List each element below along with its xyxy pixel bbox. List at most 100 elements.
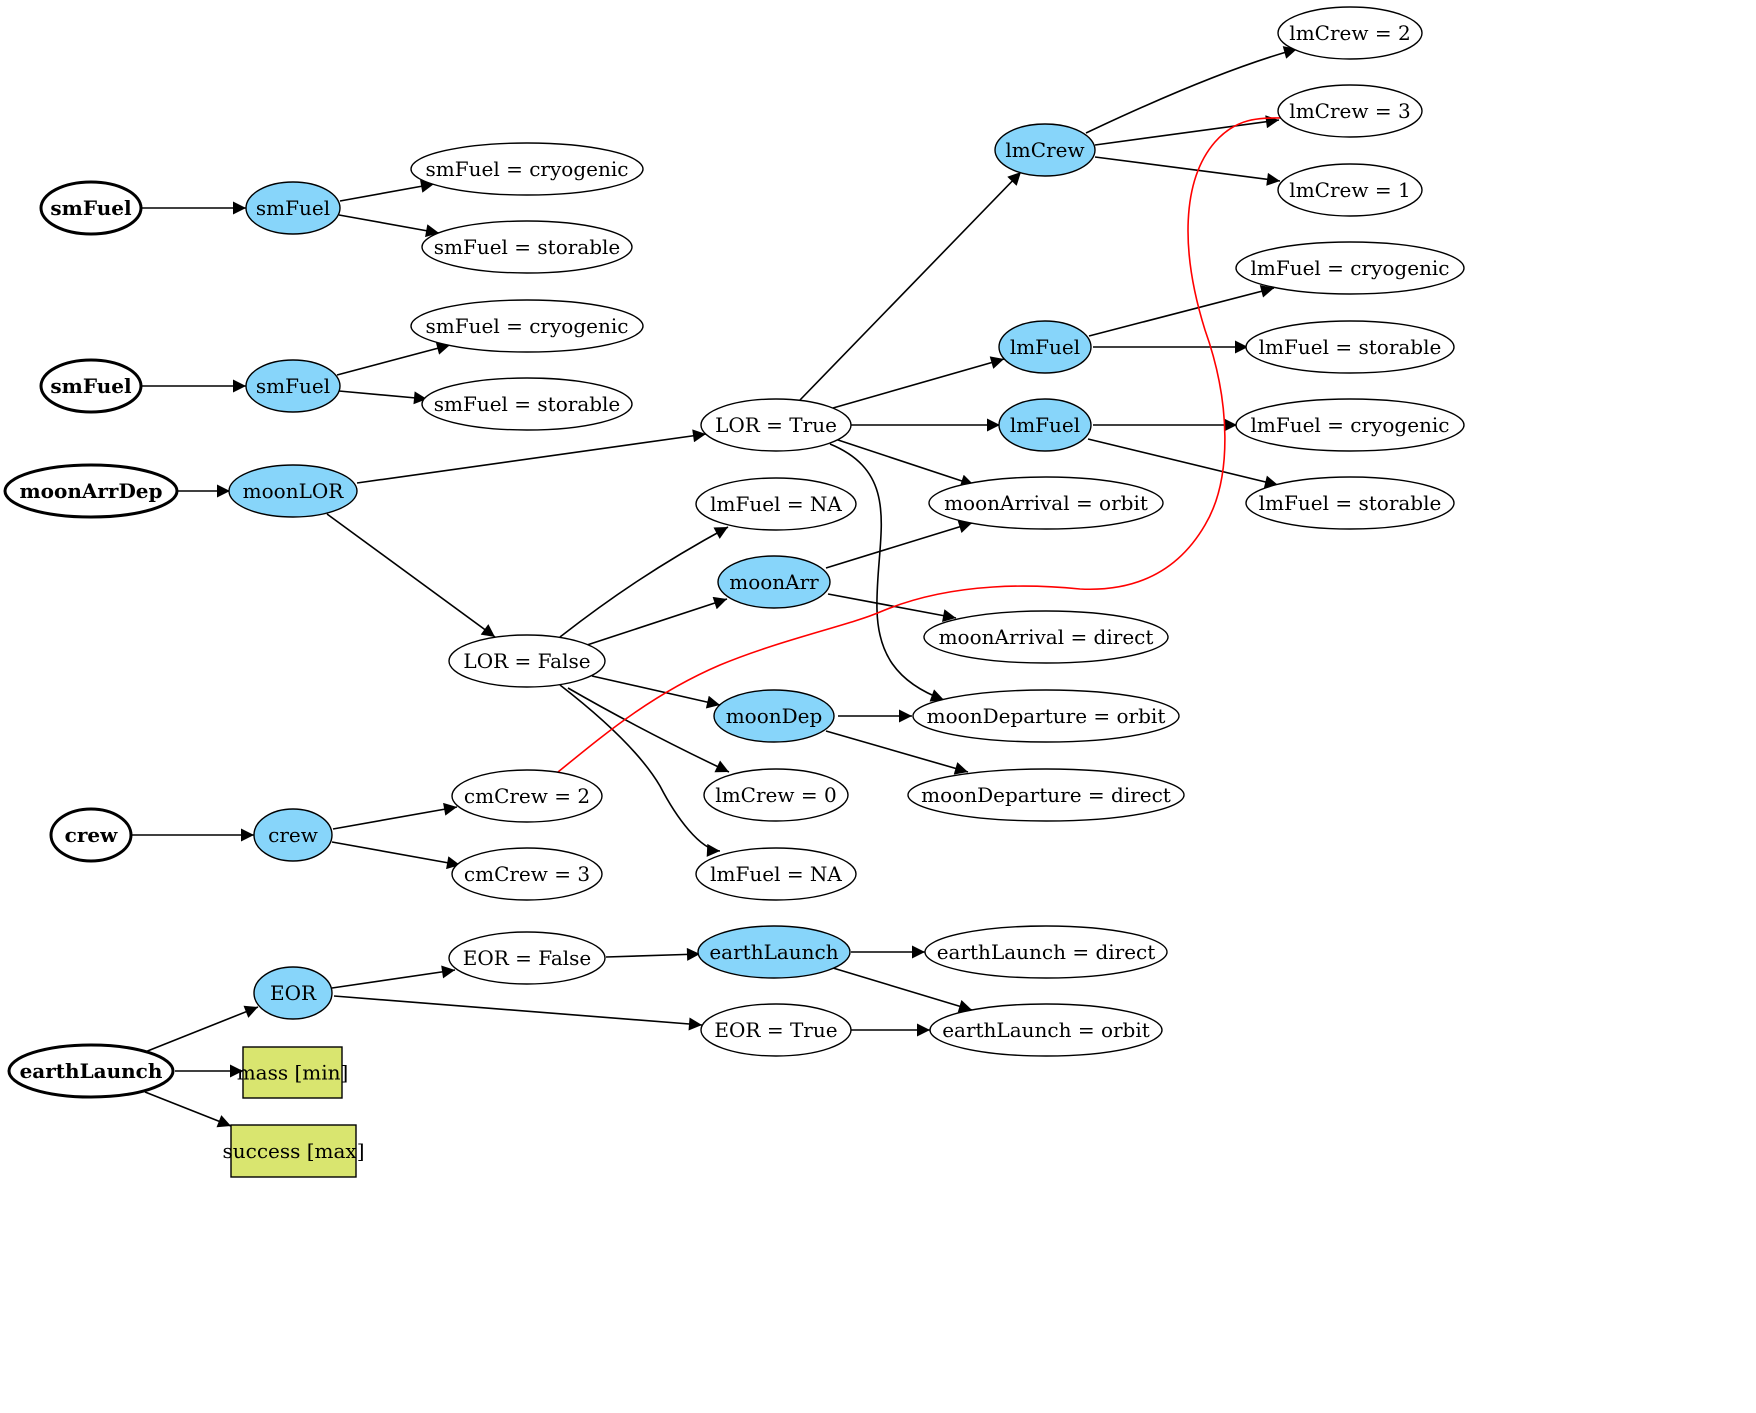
value-node-lmfuel-cryogenic-1[interactable]: lmFuel = cryogenic (1235, 241, 1465, 295)
objective-box-success-label: success [max] (222, 1139, 364, 1163)
value-node-lmfuel-storable-1[interactable]: lmFuel = storable (1245, 320, 1455, 374)
root-node-crew-label: crew (65, 823, 118, 847)
value-node-lor-true[interactable]: LOR = True (700, 398, 852, 452)
variable-node-smfuel-2-label: smFuel (256, 374, 330, 398)
value-node-smfuel-storable-2[interactable]: smFuel = storable (421, 377, 633, 431)
objective-box-mass-label: mass [min] (237, 1061, 349, 1085)
value-node-lmfuel-storable-1-label: lmFuel = storable (1259, 335, 1442, 359)
value-node-lmfuel-storable-2[interactable]: lmFuel = storable (1245, 476, 1455, 530)
edge-lor-true-to-moonarrival-orbit (831, 437, 975, 488)
variable-node-moonlor-label: moonLOR (243, 479, 345, 503)
variable-node-moonarr-label: moonArr (729, 570, 819, 594)
root-node-crew[interactable]: crew (49, 807, 133, 863)
value-node-cmcrew-3[interactable]: cmCrew = 3 (451, 847, 603, 901)
root-node-smfuel-1[interactable]: smFuel (39, 180, 143, 236)
value-node-smfuel-cryogenic-2[interactable]: smFuel = cryogenic (410, 299, 644, 353)
value-node-lmcrew-0-label: lmCrew = 0 (715, 783, 836, 807)
variable-node-lmfuel-2-label: lmFuel (1010, 413, 1080, 437)
value-node-smfuel-cryogenic-2-label: smFuel = cryogenic (426, 314, 629, 338)
value-node-lmfuel-storable-2-label: lmFuel = storable (1259, 491, 1442, 515)
value-node-lmfuel-na-2[interactable]: lmFuel = NA (695, 847, 857, 901)
value-node-lmfuel-na-2-label: lmFuel = NA (710, 862, 842, 886)
edge-lor-false-to-moondep (591, 675, 721, 709)
value-node-earthlaunch-direct[interactable]: earthLaunch = direct (924, 925, 1168, 979)
variable-node-smfuel-1-label: smFuel (256, 196, 330, 220)
edge-var-smfuel-1-to-storable (338, 214, 440, 238)
value-node-cmcrew-2-label: cmCrew = 2 (464, 784, 590, 808)
value-node-smfuel-cryogenic-1[interactable]: smFuel = cryogenic (410, 142, 644, 196)
value-node-lmcrew-3[interactable]: lmCrew = 3 (1277, 84, 1423, 138)
nodes: smFuel smFuel moonArrDep crew earthLaunc… (3, 6, 1465, 1178)
edge-moonarr-to-direct (827, 593, 957, 622)
root-node-moonarrdep-label: moonArrDep (19, 479, 162, 503)
value-node-lor-false[interactable]: LOR = False (448, 634, 606, 688)
root-node-smfuel-2[interactable]: smFuel (39, 358, 143, 414)
edge-root-earthlaunch-to-success (144, 1091, 232, 1128)
value-node-lmcrew-2[interactable]: lmCrew = 2 (1277, 6, 1423, 60)
variable-node-smfuel-1[interactable]: smFuel (245, 181, 341, 235)
value-node-smfuel-cryogenic-1-label: smFuel = cryogenic (426, 157, 629, 181)
variable-node-earthlaunch-label: earthLaunch (709, 940, 838, 964)
variable-node-moondep[interactable]: moonDep (713, 689, 835, 743)
variable-node-lmfuel-1[interactable]: lmFuel (998, 320, 1092, 374)
value-node-earthlaunch-orbit[interactable]: earthLaunch = orbit (929, 1003, 1163, 1057)
value-node-moonarrival-direct[interactable]: moonArrival = direct (923, 610, 1169, 664)
value-node-moondeparture-direct[interactable]: moonDeparture = direct (907, 768, 1185, 822)
root-node-earthlaunch[interactable]: earthLaunch (7, 1043, 175, 1099)
value-node-lmfuel-cryogenic-2[interactable]: lmFuel = cryogenic (1235, 398, 1465, 452)
variable-node-earthlaunch[interactable]: earthLaunch (697, 925, 851, 979)
value-node-moondeparture-orbit-label: moonDeparture = orbit (927, 704, 1166, 728)
value-node-moondeparture-orbit[interactable]: moonDeparture = orbit (912, 689, 1180, 743)
objective-box-mass[interactable]: mass [min] (237, 1046, 349, 1099)
variable-node-smfuel-2[interactable]: smFuel (245, 359, 341, 413)
edge-eor-to-eor-true (333, 995, 703, 1031)
variable-node-moonlor[interactable]: moonLOR (228, 464, 358, 518)
value-node-lmfuel-na-1-label: lmFuel = NA (710, 492, 842, 516)
variable-node-crew[interactable]: crew (253, 808, 333, 862)
root-node-smfuel-1-label: smFuel (50, 196, 132, 220)
variable-node-lmfuel-2[interactable]: lmFuel (998, 398, 1092, 452)
variable-node-eor-label: EOR (270, 981, 317, 1005)
edge-lmcrew-to-3 (1094, 115, 1280, 146)
variable-node-lmcrew-label: lmCrew (1005, 138, 1084, 162)
value-node-eor-true-label: EOR = True (714, 1018, 837, 1042)
objective-box-success[interactable]: success [max] (222, 1124, 365, 1178)
value-node-earthlaunch-orbit-label: earthLaunch = orbit (942, 1018, 1150, 1042)
edge-lor-false-to-moonarr (583, 596, 728, 647)
root-node-moonarrdep[interactable]: moonArrDep (3, 463, 179, 519)
value-node-lmfuel-na-1[interactable]: lmFuel = NA (695, 477, 857, 531)
variable-node-moondep-label: moonDep (726, 704, 823, 728)
value-node-lmcrew-1[interactable]: lmCrew = 1 (1277, 163, 1423, 217)
value-node-moonarrival-orbit[interactable]: moonArrival = orbit (928, 476, 1164, 530)
variable-node-eor[interactable]: EOR (253, 966, 333, 1020)
edge-var-smfuel-1-to-cryo (339, 179, 435, 202)
value-node-cmcrew-2[interactable]: cmCrew = 2 (451, 769, 603, 823)
edge-var-smfuel-2-to-storable (338, 390, 428, 405)
value-node-lmcrew-3-label: lmCrew = 3 (1289, 99, 1410, 123)
value-node-eor-false-label: EOR = False (463, 946, 591, 970)
edge-moonlor-to-lor-true (356, 429, 707, 484)
value-node-moonarrival-orbit-label: moonArrival = orbit (944, 491, 1148, 515)
value-node-smfuel-storable-2-label: smFuel = storable (434, 392, 621, 416)
value-node-moonarrival-direct-label: moonArrival = direct (939, 625, 1154, 649)
edge-earthlaunch-to-orbit (832, 967, 973, 1013)
value-node-lmcrew-2-label: lmCrew = 2 (1289, 21, 1410, 45)
value-node-lmcrew-0[interactable]: lmCrew = 0 (703, 768, 849, 822)
edge-crew-to-cmcrew-3 (331, 841, 461, 870)
edge-moondep-to-direct (825, 730, 969, 775)
value-node-moondeparture-direct-label: moonDeparture = direct (921, 783, 1171, 807)
edge-lmfuel-2-to-storable (1087, 438, 1279, 489)
value-node-smfuel-storable-1[interactable]: smFuel = storable (421, 220, 633, 274)
edge-lor-true-to-lmcrew (799, 171, 1022, 401)
edge-var-smfuel-2-to-cryo (336, 342, 451, 376)
value-node-eor-false[interactable]: EOR = False (448, 931, 606, 985)
edge-lor-true-to-moondeparture-orbit (829, 443, 945, 702)
edge-root-earthlaunch-to-eor (144, 1005, 259, 1053)
root-node-earthlaunch-label: earthLaunch (20, 1059, 163, 1083)
value-node-lmcrew-1-label: lmCrew = 1 (1289, 178, 1410, 202)
value-node-lmfuel-cryogenic-1-label: lmFuel = cryogenic (1250, 256, 1449, 280)
value-node-eor-true[interactable]: EOR = True (700, 1003, 852, 1057)
variable-node-lmcrew[interactable]: lmCrew (994, 123, 1096, 177)
variable-node-moonarr[interactable]: moonArr (717, 555, 831, 609)
